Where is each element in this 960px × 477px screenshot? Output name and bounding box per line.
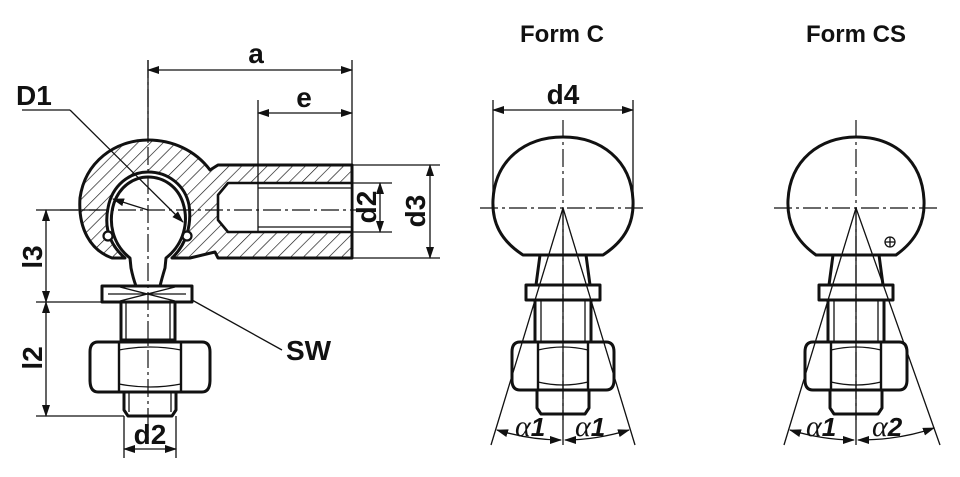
dim-SW-label: SW [286,335,332,366]
form-c-title: Form C [520,21,604,48]
threaded-bore [216,181,354,234]
form-cs-alpha-right-label: α2 [872,410,903,443]
dim-D1-radius-arrow [112,198,149,211]
stud-shank-lower [122,390,178,418]
form-c-view: Form C α1 α1 [480,21,646,446]
form-cs-alpha-arc-right [857,427,935,444]
form-c-alpha-left-label: α1 [515,410,545,443]
dim-D1-leader [69,109,184,223]
form-cs-alpha-arc-left [789,429,855,444]
form-c-alpha-arc-right [564,429,630,444]
dim-d3-label: d3 [400,195,431,228]
form-cs-title: Form CS [806,21,906,48]
form-c-alpha-right-label: α1 [575,410,605,443]
dim-D1-label: D1 [16,80,52,111]
dim-d2-top-label: d2 [351,191,382,224]
form-c-alpha-line-right [562,207,636,446]
form-cs-alpha-line-right [855,207,941,446]
nut-chamfer-top [118,346,182,351]
form-cs-view: Form CS α1 α2 [774,21,941,446]
form-c-alpha-arc-left [496,429,562,444]
section-view: a e D1 d2 d3 l3 l2 SW [16,38,440,458]
hex-nut [88,340,212,394]
dim-d4-label: d4 [547,79,580,110]
dim-SW-leader [191,299,283,351]
nut-chamfer-bottom [118,383,182,388]
clip-dot-left [102,230,114,242]
dim-d2-bottom-label: d2 [134,419,167,450]
dim-l2-label: l2 [17,346,48,369]
form-c-alpha-line-left [490,207,564,446]
form-cs-alpha-left-label: α1 [806,410,836,443]
form-cs-alpha-line-left [783,207,857,446]
dim-e-label: e [296,82,312,113]
dim-a-label: a [248,38,264,69]
dim-l3-label: l3 [17,245,48,268]
